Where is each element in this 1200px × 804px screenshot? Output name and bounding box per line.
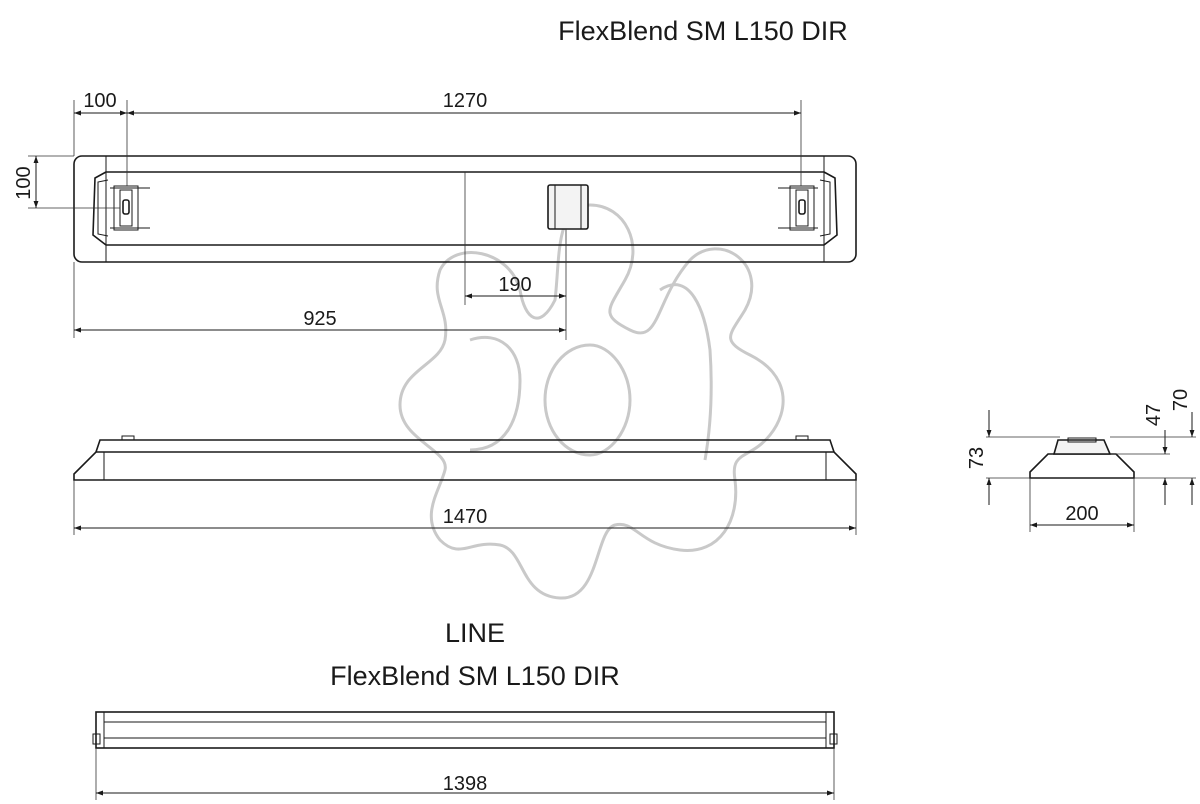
dimension-190: 190 bbox=[464, 172, 567, 340]
line-view bbox=[92, 711, 838, 749]
dimension-70: 70 bbox=[1110, 389, 1196, 505]
dimension-label: 100 bbox=[83, 90, 116, 112]
drawing-title: FlexBlend SM L150 DIR bbox=[558, 16, 848, 46]
dimension-73: 73 bbox=[966, 410, 1060, 505]
mount-bracket-right bbox=[778, 179, 831, 237]
dimension-label: 100 bbox=[13, 166, 35, 199]
dimension-label: 190 bbox=[498, 274, 531, 296]
dimension-label: 1270 bbox=[443, 90, 488, 112]
dimension-label: 70 bbox=[1170, 389, 1192, 411]
dimension-label: 47 bbox=[1143, 404, 1165, 426]
dimension-label: 1398 bbox=[443, 773, 488, 795]
profile-view bbox=[1029, 437, 1135, 479]
dimension-47: 47 bbox=[1110, 404, 1170, 505]
dimension-label: 73 bbox=[966, 447, 988, 469]
dimension-side-100: 100 bbox=[13, 155, 120, 209]
dimension-1470: 1470 bbox=[73, 480, 857, 535]
junction-box bbox=[547, 184, 589, 230]
dimension-label: 200 bbox=[1065, 503, 1098, 525]
dimension-label: 925 bbox=[303, 308, 336, 330]
dimension-top-1270: 1270 bbox=[127, 90, 802, 186]
dimension-label: 1470 bbox=[443, 506, 488, 528]
line-title: FlexBlend SM L150 DIR bbox=[330, 661, 620, 691]
dimension-200: 200 bbox=[1029, 478, 1135, 532]
watermark-logo bbox=[398, 203, 785, 600]
line-label: LINE bbox=[445, 618, 505, 648]
dimension-925: 925 bbox=[73, 262, 566, 338]
dimension-1398: 1398 bbox=[95, 748, 835, 800]
